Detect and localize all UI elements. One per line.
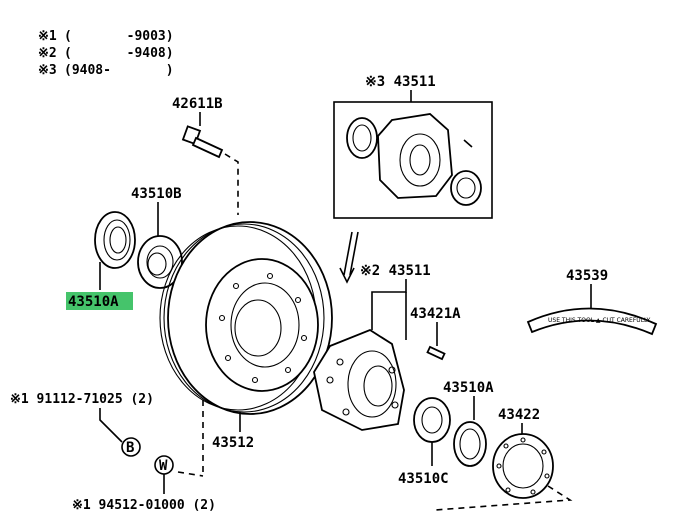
- marker-w: W: [159, 458, 168, 474]
- note-1-mark: ※1: [38, 29, 57, 44]
- label-hub-bolt[interactable]: 42611B: [172, 96, 223, 112]
- label-screw[interactable]: ※1 91112-71025 (2): [10, 392, 154, 407]
- note-1-range: ( -9003): [64, 29, 174, 44]
- caution-plate-drawing: USE THIS TOOL ▲ CUT CAREFULLY: [526, 307, 658, 336]
- oil-seal-highlight: [66, 292, 133, 310]
- outer-ring-drawing: [453, 421, 487, 467]
- inset-box: [333, 101, 493, 219]
- label-outer-bearing[interactable]: 43510C: [398, 471, 449, 487]
- hub-bolt-drawing: [181, 125, 224, 159]
- label-hub-assy-2[interactable]: ※2 43511: [360, 263, 431, 279]
- label-oil-seal[interactable]: 43510A: [68, 294, 119, 310]
- hub-drawing: [313, 328, 405, 431]
- label-outer-bearing-ring[interactable]: 43510A: [443, 380, 494, 396]
- oil-seal-drawing: [94, 211, 136, 269]
- outer-bearing-drawing: [413, 397, 451, 443]
- note-3-mark: ※3: [38, 63, 57, 78]
- label-washer[interactable]: ※1 94512-01000 (2): [72, 498, 216, 513]
- label-pin[interactable]: 43421A: [410, 306, 461, 322]
- dust-cover-drawing: [492, 433, 554, 499]
- disc-rotor-drawing: [159, 221, 333, 415]
- marker-b-circle: [121, 437, 141, 457]
- label-hub-assy-3[interactable]: ※3 43511: [365, 74, 436, 90]
- pin-drawing: [426, 345, 446, 361]
- inner-bearing-drawing: [137, 235, 183, 289]
- caution-plate-text: USE THIS TOOL ▲ CUT CAREFULLY: [548, 317, 651, 324]
- marker-b: B: [126, 440, 134, 456]
- note-2-range: ( -9408): [64, 46, 174, 61]
- inset-hub-drawing: [346, 113, 482, 206]
- note-2-mark: ※2: [38, 46, 57, 61]
- label-disc[interactable]: 43512: [212, 435, 254, 451]
- date-notes: ※1 ( -9003) ※2 ( -9408) ※3 (9408- ): [38, 29, 174, 78]
- note-3-range: (9408- ): [64, 63, 174, 78]
- label-caution-plate[interactable]: 43539: [566, 268, 608, 284]
- label-inner-bearing[interactable]: 43510B: [131, 186, 182, 202]
- label-dust-cover[interactable]: 43422: [498, 407, 540, 423]
